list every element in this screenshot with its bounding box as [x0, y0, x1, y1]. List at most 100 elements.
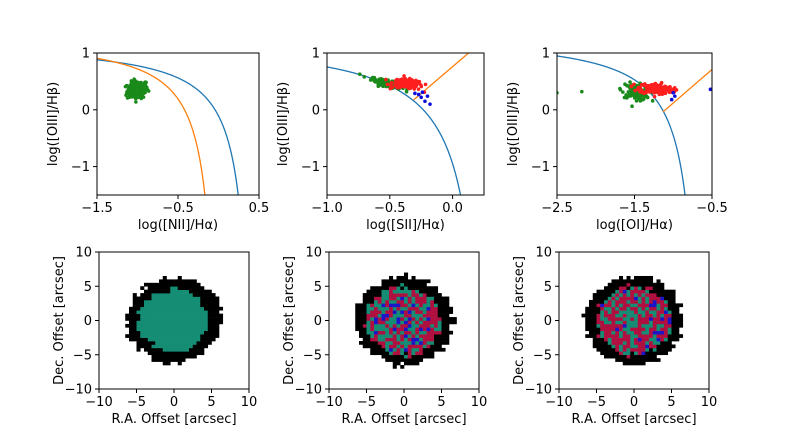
- map-pixel-background: [441, 323, 446, 328]
- map-pixel-composite: [615, 337, 620, 342]
- map-pixel-background: [211, 327, 216, 332]
- map-pixel-composite: [434, 317, 439, 321]
- map-pixel-starforming: [155, 327, 160, 332]
- map-pixel-background: [449, 317, 454, 321]
- map-pixel-composite: [396, 306, 401, 311]
- map-pixel-background: [381, 279, 386, 284]
- map-pixel-background: [147, 341, 152, 345]
- map-pixel-background: [400, 365, 405, 369]
- composite-point: [416, 87, 421, 91]
- map-pixel-background: [637, 282, 642, 287]
- map-pixel-background: [592, 296, 597, 301]
- map-pixel-composite: [392, 334, 397, 338]
- map-pixel-starforming: [404, 299, 409, 304]
- map-pixel-starforming: [196, 317, 201, 321]
- map-pixel-background: [667, 334, 672, 338]
- map-pixel-background: [132, 330, 137, 335]
- map-pixel-background: [162, 361, 167, 366]
- map-pixel-background: [396, 275, 401, 280]
- map-pixel-composite: [664, 323, 669, 328]
- map-pixel-background: [419, 289, 424, 294]
- map-pixel-starforming: [411, 327, 416, 332]
- composite-point: [402, 74, 406, 78]
- map-pixel-starforming: [162, 327, 167, 332]
- map-pixel-background: [200, 299, 205, 304]
- map-pixel-background: [404, 361, 409, 366]
- map-pixel-background: [177, 286, 182, 290]
- map-pixel-background: [381, 354, 386, 359]
- map-pixel-composite: [400, 293, 405, 297]
- map-pixel-composite: [630, 327, 635, 332]
- map-pixel-background: [211, 337, 216, 342]
- map-pixel-background: [626, 286, 631, 290]
- map-pixel-starforming: [170, 327, 175, 332]
- map-pixel-agn: [622, 323, 627, 328]
- map-pixel-starforming: [404, 306, 409, 311]
- map-pixel-starforming: [411, 313, 416, 318]
- map-pixel-agn: [404, 347, 409, 352]
- map-pixel-background: [656, 351, 661, 356]
- map-pixel-background: [140, 293, 145, 297]
- map-pixel-starforming: [622, 351, 627, 356]
- map-pixel-background: [585, 317, 590, 321]
- map-pixel-starforming: [162, 293, 167, 297]
- map-pixel-background: [211, 313, 216, 318]
- map-pixel-composite: [656, 313, 661, 318]
- map-pixel-starforming: [437, 320, 442, 325]
- y-tick-label: 0: [542, 103, 550, 118]
- composite-point: [405, 81, 410, 86]
- map-pixel-composite: [374, 306, 379, 311]
- map-pixel-background: [151, 354, 156, 359]
- map-pixel-starforming: [652, 347, 657, 352]
- map-pixel-background: [204, 344, 209, 349]
- map-pixel-background: [634, 361, 639, 366]
- x-tick-label: −2.5: [541, 201, 573, 216]
- map-pixel-starforming: [204, 320, 209, 325]
- map-pixel-background: [362, 341, 367, 345]
- map-pixel-background: [445, 299, 450, 304]
- map-pixel-agn: [404, 327, 409, 332]
- starforming-point: [138, 93, 142, 98]
- map-pixel-background: [645, 282, 650, 287]
- map-pixel-starforming: [404, 337, 409, 342]
- y-tick-label: 5: [314, 280, 322, 295]
- map-pixel-starforming: [596, 323, 601, 328]
- map-pixel-background: [615, 279, 620, 284]
- agn-point: [669, 97, 674, 102]
- map-pixel-background: [140, 303, 145, 308]
- map-pixel-background: [437, 299, 442, 304]
- map-pixel-starforming: [177, 334, 182, 338]
- map-pixel-composite: [389, 293, 394, 297]
- map-pixel-background: [400, 358, 405, 362]
- map-pixel-background: [129, 320, 134, 325]
- map-pixel-composite: [419, 351, 424, 356]
- map-pixel-background: [671, 334, 676, 338]
- map-pixel-starforming: [637, 306, 642, 311]
- map-pixel-composite: [622, 344, 627, 349]
- map-pixel-background: [445, 306, 450, 311]
- map-pixel-starforming: [400, 351, 405, 356]
- map-pixel-starforming: [177, 299, 182, 304]
- map-pixel-composite: [400, 303, 405, 308]
- starforming-point: [137, 84, 141, 89]
- map-pixel-background: [656, 289, 661, 294]
- map-pixel-starforming: [626, 327, 631, 332]
- map-pixel-background: [607, 347, 612, 352]
- map-pixel-composite: [415, 320, 420, 325]
- map-pixel-composite: [619, 341, 624, 345]
- map-pixel-composite: [645, 320, 650, 325]
- map-pixel-background: [600, 347, 605, 352]
- map-pixel-starforming: [622, 327, 627, 332]
- map-pixel-background: [426, 293, 431, 297]
- map-pixel-starforming: [144, 327, 149, 332]
- map-pixel-starforming: [630, 320, 635, 325]
- map-pixel-background: [596, 337, 601, 342]
- map-pixel-background: [215, 323, 220, 328]
- map-pixel-composite: [370, 323, 375, 328]
- map-pixel-starforming: [619, 334, 624, 338]
- map-pixel-starforming: [400, 282, 405, 287]
- map-pixel-background: [204, 303, 209, 308]
- map-pixel-background: [407, 358, 412, 362]
- map-pixel-starforming: [626, 320, 631, 325]
- map-pixel-starforming: [159, 323, 164, 328]
